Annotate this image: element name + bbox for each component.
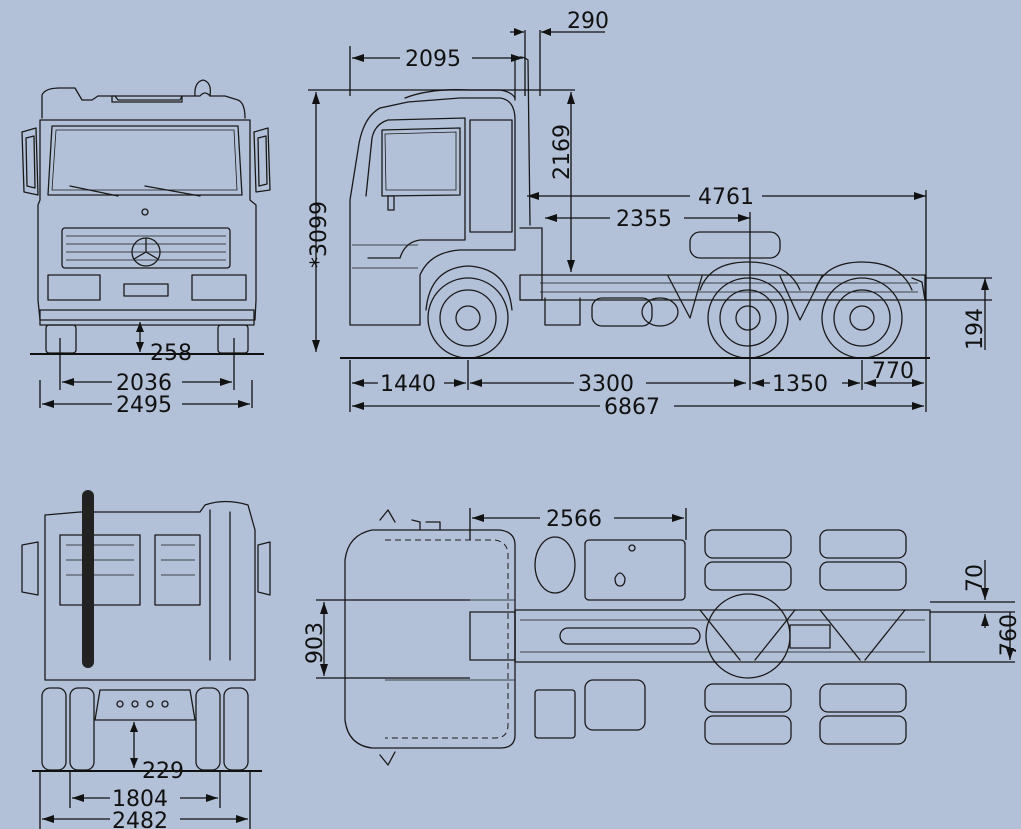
dim-front-width: 2495 — [116, 393, 172, 418]
dim-rear-track: 1804 — [112, 787, 168, 812]
dim-top-half-width: 903 — [303, 622, 328, 664]
dim-cab-fifth-wheel: 2355 — [616, 207, 672, 232]
rear-view-dimensions: 229 1804 2482 — [39, 722, 251, 829]
dim-front-track: 2036 — [116, 371, 172, 396]
rear-view — [21, 490, 271, 772]
dim-exhaust-offset: 290 — [567, 9, 609, 34]
dim-rear-clearance: 229 — [142, 759, 184, 784]
dim-overall-height: *3099 — [307, 201, 332, 268]
top-view-dimensions: 2566 903 70 760 — [303, 507, 1021, 679]
dim-front-overhang: 1440 — [380, 372, 436, 397]
dim-fifth-wheel-range: 4761 — [698, 185, 754, 210]
dim-rear-overhang: 770 — [872, 359, 914, 384]
side-view-dimensions: 2095 290 *3099 2169 4761 2355 194 1440 3… — [307, 9, 992, 420]
dim-cab-frame-height: 2169 — [550, 124, 575, 180]
dim-rear-width: 2482 — [112, 809, 168, 829]
dim-frame-width: 760 — [997, 614, 1021, 656]
dim-overall-length: 6867 — [604, 395, 660, 420]
dim-frame-offset: 70 — [963, 564, 988, 592]
dim-cab-length: 2095 — [405, 47, 461, 72]
dim-front-clearance: 258 — [150, 341, 192, 366]
front-view — [21, 79, 271, 355]
side-view — [340, 56, 930, 359]
dim-frame-height: 194 — [963, 308, 988, 350]
front-view-dimensions: 258 2036 2495 — [39, 322, 253, 418]
dim-top-cab-length: 2566 — [546, 507, 602, 532]
dim-wheelbase: 3300 — [578, 372, 634, 397]
top-view — [344, 509, 931, 766]
dim-tandem-spacing: 1350 — [772, 372, 828, 397]
